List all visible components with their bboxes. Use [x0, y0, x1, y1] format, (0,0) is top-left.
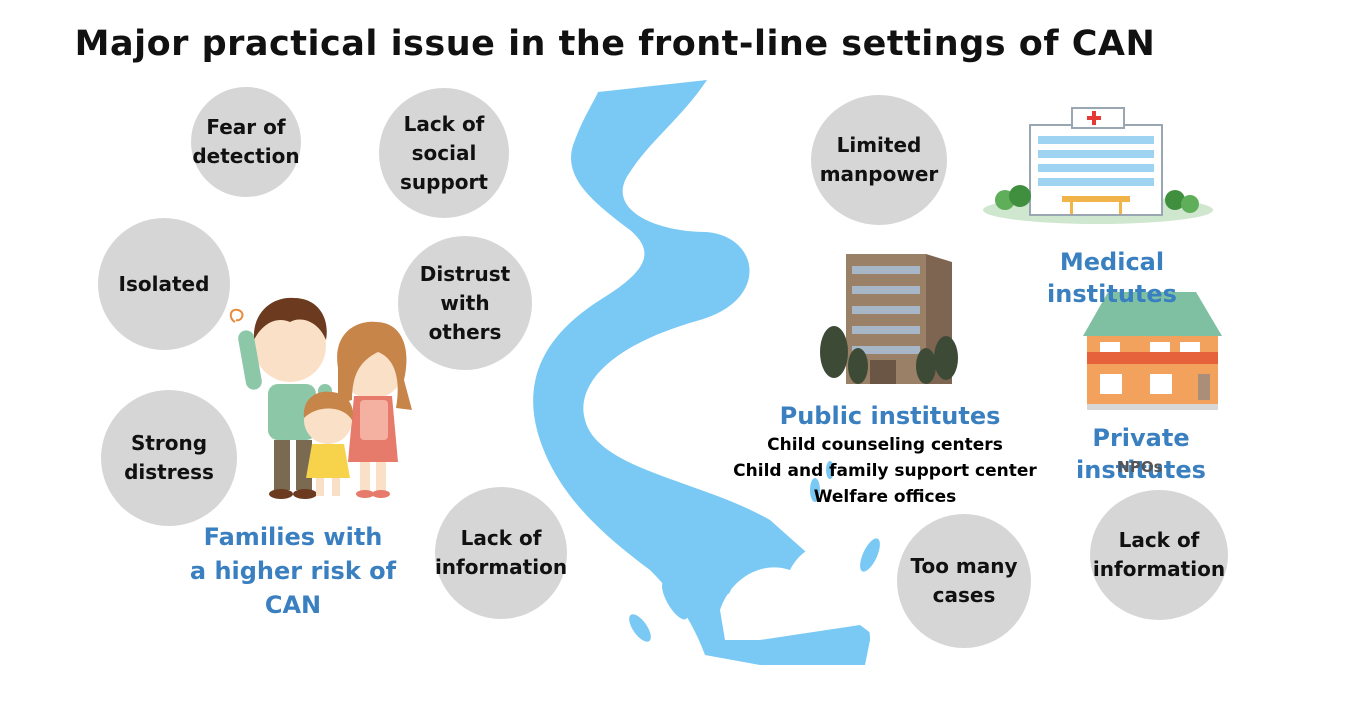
public-institutes-list: Child counseling centers Child and famil…	[730, 432, 1040, 510]
medical-institutes-label: Medical institutes	[1047, 248, 1177, 308]
public-institute-item: Child and family support center	[733, 461, 1037, 481]
office-building-icon	[820, 254, 958, 384]
private-institutes-label: Private institutes	[1076, 424, 1206, 484]
family-illustration	[229, 297, 412, 499]
public-institute-item: Child counseling centers	[767, 435, 1003, 455]
public-institutes-label: Public institutes	[779, 402, 1001, 430]
families-label: Families with a higher risk of CAN	[189, 523, 397, 619]
hospital-icon	[983, 107, 1213, 224]
private-institutes-sub: NPOs	[1117, 458, 1163, 476]
page-title: Major practical issue in the front-line …	[74, 24, 1156, 64]
issue-bubble-isolated: Isolated	[98, 218, 230, 350]
house-icon	[1083, 292, 1222, 410]
river-illustration	[533, 80, 905, 665]
public-institute-item: Welfare offices	[813, 487, 957, 507]
